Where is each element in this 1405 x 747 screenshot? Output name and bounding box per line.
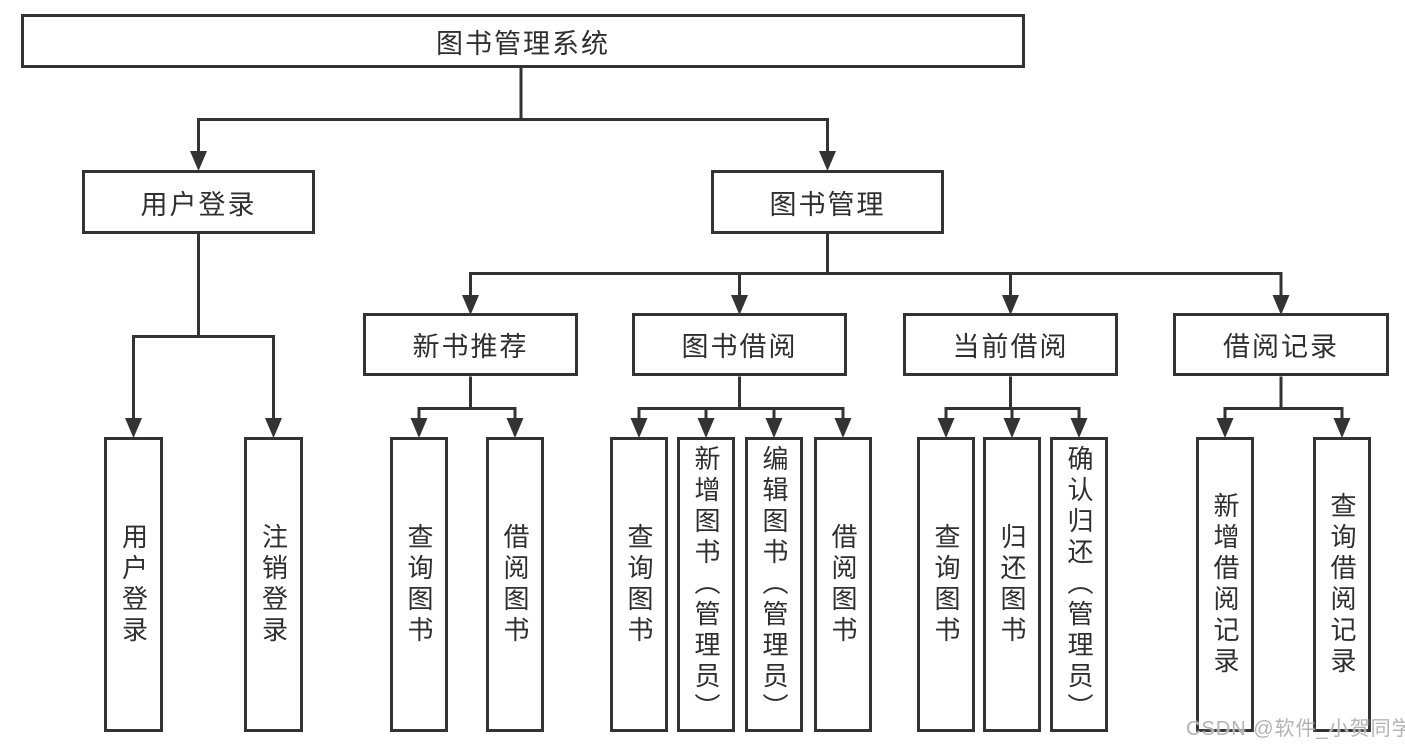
node-label: 借阅图书: [828, 522, 858, 647]
node-leaf-query-books-recommend: 查询图书: [390, 437, 448, 732]
arrowhead-icon: [125, 418, 142, 438]
connector-level2-rail: [197, 118, 829, 155]
node-label: 查询借阅记录: [1327, 491, 1357, 678]
node-leaf-borrow-books-borrowing: 借阅图书: [814, 437, 872, 732]
node-borrowing-records: 借阅记录: [1173, 313, 1389, 376]
arrowhead-icon: [731, 295, 748, 315]
node-leaf-add-books-admin: 新增图书（管理员）: [677, 437, 735, 732]
node-label: 新增借阅记录: [1210, 491, 1240, 678]
arrowhead-icon: [819, 151, 836, 171]
node-label: 新增图书（管理员）: [691, 445, 721, 724]
node-leaf-query-books-borrowing: 查询图书: [610, 437, 668, 732]
arrowhead-icon: [265, 418, 282, 438]
connector-level3-rail: [469, 272, 1283, 299]
node-book-management: 图书管理: [711, 170, 944, 234]
arrowhead-icon: [462, 295, 479, 315]
node-label: 归还图书: [997, 522, 1027, 647]
arrowhead-icon: [1333, 418, 1351, 438]
node-leaf-edit-books-admin: 编辑图书（管理员）: [745, 437, 803, 732]
node-leaf-user-login: 用户登录: [104, 437, 163, 732]
node-label: 借阅图书: [500, 522, 530, 647]
node-leaf-add-borrow-record: 新增借阅记录: [1196, 437, 1254, 732]
arrowhead-icon: [1272, 295, 1290, 315]
arrowhead-icon: [630, 418, 648, 438]
node-user-login: 用户登录: [82, 170, 315, 234]
node-leaf-return-books: 归还图书: [983, 437, 1041, 732]
arrowhead-icon: [410, 418, 428, 438]
arrowhead-icon: [1003, 418, 1021, 438]
arrowhead-icon: [834, 418, 852, 438]
arrowhead-icon: [1002, 295, 1019, 315]
node-label: 用户登录: [118, 522, 149, 647]
node-current-borrowing: 当前借阅: [903, 313, 1118, 376]
arrowhead-icon: [765, 418, 783, 438]
connector-newbook-rail: [417, 407, 517, 421]
node-label: 查询图书: [404, 522, 434, 647]
node-leaf-logout-login: 注销登录: [244, 437, 303, 732]
arrowhead-icon: [506, 418, 524, 438]
arrowhead-icon: [190, 151, 207, 171]
connector-borrowing-rail: [637, 407, 845, 421]
arrowhead-icon: [1070, 418, 1088, 438]
node-label: 注销登录: [258, 522, 289, 647]
connector-userlogin-rail: [132, 335, 275, 421]
node-label: 确认归还（管理员）: [1064, 445, 1094, 724]
node-book-borrowing: 图书借阅: [632, 313, 847, 376]
arrowhead-icon: [697, 418, 715, 438]
node-leaf-query-borrow-record: 查询借阅记录: [1313, 437, 1371, 732]
node-book-management-system: 图书管理系统: [21, 14, 1025, 68]
node-label: 查询图书: [624, 522, 654, 647]
node-label: 查询图书: [931, 522, 961, 647]
csdn-watermark: CSDN @软件_小贺同学: [1186, 718, 1405, 740]
node-new-book-recommend: 新书推荐: [363, 313, 578, 376]
node-leaf-borrow-books-recommend: 借阅图书: [486, 437, 544, 732]
node-leaf-query-books-current: 查询图书: [917, 437, 975, 732]
node-leaf-confirm-return-admin: 确认归还（管理员）: [1050, 437, 1108, 732]
connector-records-rail: [1223, 407, 1344, 421]
arrowhead-icon: [937, 418, 955, 438]
arrowhead-icon: [1216, 418, 1234, 438]
node-label: 编辑图书（管理员）: [759, 445, 789, 724]
